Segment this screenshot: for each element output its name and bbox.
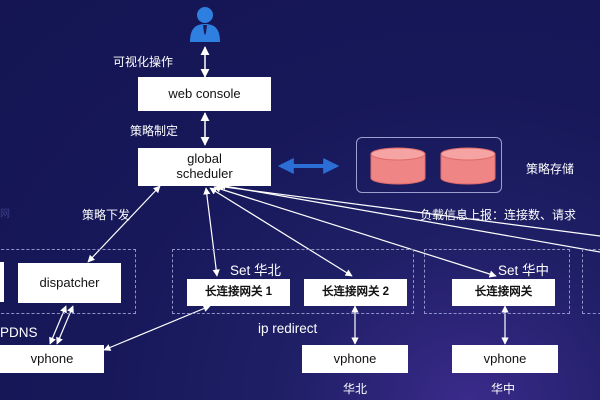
arrow-dispatcher-vphone-b	[56, 305, 74, 345]
person-icon	[190, 7, 220, 42]
offscreen-box	[0, 262, 4, 302]
vphone-right-box[interactable]: vphone	[452, 345, 558, 373]
watermark-text: 网	[0, 209, 10, 220]
gateway-1-box[interactable]: 长连接网关 1	[187, 279, 290, 306]
vphone-left-box[interactable]: vphone	[0, 345, 104, 373]
label-policy-make: 策略制定	[130, 124, 179, 138]
label-dns: PDNS	[0, 325, 38, 340]
label-set-north: Set 华北	[230, 263, 282, 278]
database-cylinder-icon	[440, 147, 496, 185]
set-central-group	[424, 249, 570, 314]
arrow-scheduler-offscreen-1	[216, 183, 600, 237]
label-ip-redirect: ip redirect	[258, 321, 318, 336]
global-scheduler-box[interactable]: global scheduler	[138, 148, 271, 186]
set-north-group	[172, 249, 414, 314]
arrow-scheduler-gw3	[213, 185, 497, 278]
label-visual-ops: 可视化操作	[113, 55, 174, 69]
label-report: 负载信息上报：连接数、请求	[420, 208, 577, 222]
vphone-mid-box[interactable]: vphone	[302, 345, 408, 373]
database-cylinder-icon	[370, 147, 426, 185]
label-region-north: 华北	[343, 382, 368, 396]
label-policy-down: 策略下发	[82, 208, 131, 222]
label-storage: 策略存储	[526, 162, 575, 176]
web-console-box[interactable]: web console	[138, 77, 271, 111]
dispatcher-group	[0, 249, 136, 314]
gateway-2-box[interactable]: 长连接网关 2	[304, 279, 407, 306]
set-offscreen-group	[582, 249, 600, 314]
arrow-scheduler-offscreen-2	[218, 182, 600, 253]
label-region-central: 华中	[491, 382, 516, 396]
dispatcher-box[interactable]: dispatcher	[18, 263, 121, 303]
label-set-central: Set 华中	[498, 263, 550, 278]
storage-group	[356, 137, 502, 193]
gateway-3-box[interactable]: 长连接网关	[452, 279, 555, 306]
